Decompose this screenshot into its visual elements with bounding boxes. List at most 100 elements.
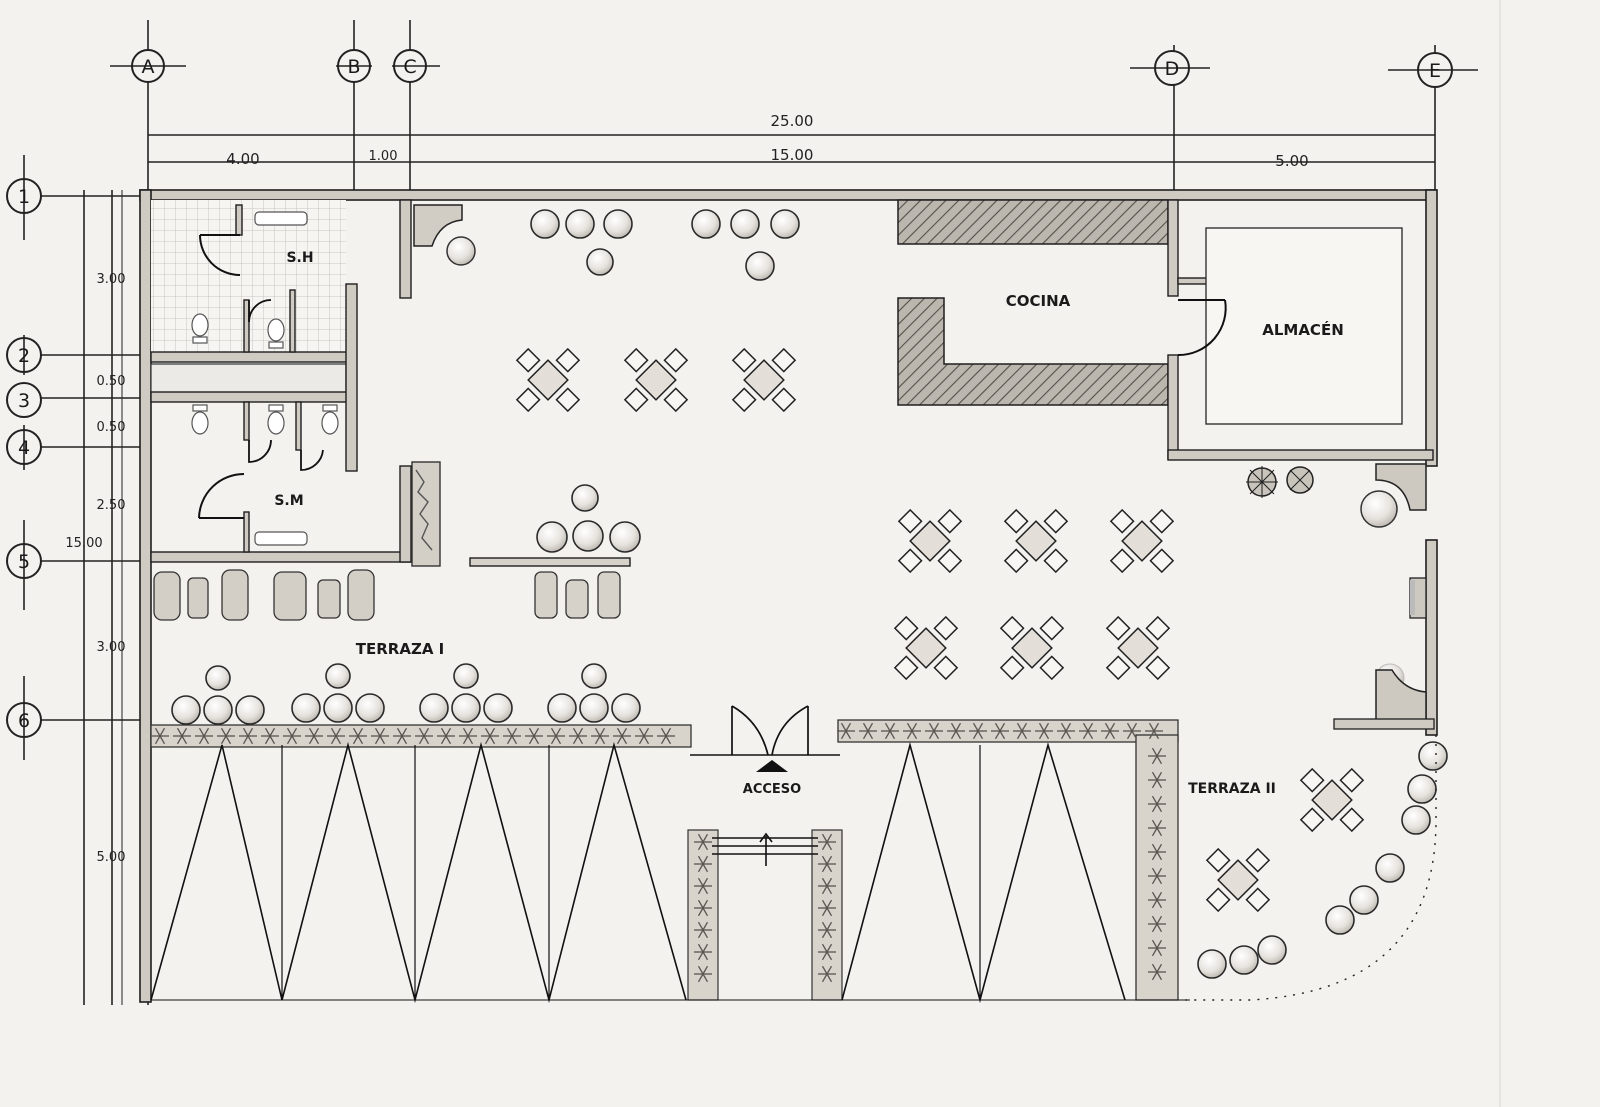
stool	[171, 695, 201, 725]
stool	[609, 521, 641, 553]
table-top	[1117, 627, 1159, 669]
chair	[1109, 508, 1135, 534]
chair	[897, 508, 923, 534]
grid-bubble-e: E	[1388, 52, 1478, 88]
dim-c-d: 15.00	[771, 146, 814, 164]
grid-bubble-d: D	[1130, 50, 1210, 86]
shrub-marks	[151, 722, 1166, 983]
table-set	[1205, 847, 1271, 913]
table-top	[527, 359, 569, 401]
room-label-sm: S.M	[274, 493, 303, 509]
shrub	[217, 727, 235, 745]
shrub	[694, 965, 712, 983]
table-set	[999, 615, 1065, 681]
stool	[581, 663, 607, 689]
dim-row-2-3: 0.50	[97, 374, 126, 389]
kitchen-counter-top	[897, 199, 1169, 245]
stool	[453, 663, 479, 689]
shrub	[881, 722, 899, 740]
dim-row-3-4: 0.50	[97, 420, 126, 435]
shrub	[818, 921, 836, 939]
shrub	[925, 722, 943, 740]
grid-label-2: 2	[18, 345, 30, 367]
stool	[1197, 949, 1227, 979]
chair	[1299, 767, 1325, 793]
stool	[483, 693, 513, 723]
grid-label-b: B	[347, 56, 360, 78]
chair	[1043, 508, 1069, 534]
planter-strip	[150, 719, 1179, 1001]
chair	[663, 347, 689, 373]
bar-counter	[469, 557, 631, 619]
stool	[536, 521, 568, 553]
room-label-cocina: COCINA	[1006, 292, 1071, 310]
access-entrance: ACCESO	[690, 705, 840, 866]
shrub	[859, 722, 877, 740]
shrub	[613, 727, 631, 745]
chair	[933, 615, 959, 641]
shrub	[195, 727, 213, 745]
shrub	[591, 727, 609, 745]
shrub	[818, 877, 836, 895]
chair	[1145, 655, 1171, 681]
chair	[1039, 615, 1065, 641]
dim-row-1-2: 3.00	[97, 272, 126, 287]
shrub	[437, 727, 455, 745]
bathroom-block: S.H S.M	[150, 199, 434, 563]
chair	[555, 387, 581, 413]
stool	[1257, 935, 1287, 965]
table-set	[897, 508, 963, 574]
stool	[571, 484, 599, 512]
chair	[1003, 548, 1029, 574]
stool	[547, 693, 577, 723]
shrub	[818, 965, 836, 983]
stool	[730, 209, 760, 239]
chair	[515, 387, 541, 413]
chair	[623, 347, 649, 373]
shrub	[283, 727, 301, 745]
right-lounge	[1333, 463, 1435, 730]
table-top	[1015, 520, 1057, 562]
room-label-terraza-1: TERRAZA I	[356, 640, 444, 658]
chair	[1149, 508, 1175, 534]
grid-bubble-b: B	[336, 49, 372, 83]
dim-row-4-5: 2.50	[97, 498, 126, 513]
room-label-sh: S.H	[286, 250, 313, 266]
chair	[1145, 615, 1171, 641]
shrub	[694, 833, 712, 851]
chair	[1003, 508, 1029, 534]
stool	[1375, 853, 1405, 883]
shrub	[1057, 722, 1075, 740]
shrub	[1145, 722, 1163, 740]
stool	[325, 663, 351, 689]
storage-block: ALMACÉN	[1167, 199, 1434, 461]
kitchen-block: COCINA	[897, 199, 1169, 406]
shrub	[1079, 722, 1097, 740]
grid-bubble-a: A	[110, 49, 186, 83]
shrub	[818, 899, 836, 917]
shrub	[818, 855, 836, 873]
chair	[999, 655, 1025, 681]
table-top	[635, 359, 677, 401]
chair	[937, 508, 963, 534]
table-top	[743, 359, 785, 401]
shrub	[481, 727, 499, 745]
terrace-bench-seats	[153, 569, 375, 621]
chair	[1105, 655, 1131, 681]
room-label-almacen: ALMACÉN	[1262, 320, 1344, 339]
shrub	[1148, 795, 1166, 813]
chair	[1299, 807, 1325, 833]
stool	[1229, 945, 1259, 975]
dim-row-6-end: 5.00	[97, 850, 126, 865]
grid-lines	[40, 20, 1436, 1005]
chair	[771, 347, 797, 373]
chair	[999, 615, 1025, 641]
table-top	[1217, 859, 1259, 901]
shrub	[694, 899, 712, 917]
stool	[611, 693, 641, 723]
grid-bubble-c: C	[392, 49, 440, 83]
table-set	[1003, 508, 1069, 574]
chair	[933, 655, 959, 681]
chair	[1245, 847, 1271, 873]
